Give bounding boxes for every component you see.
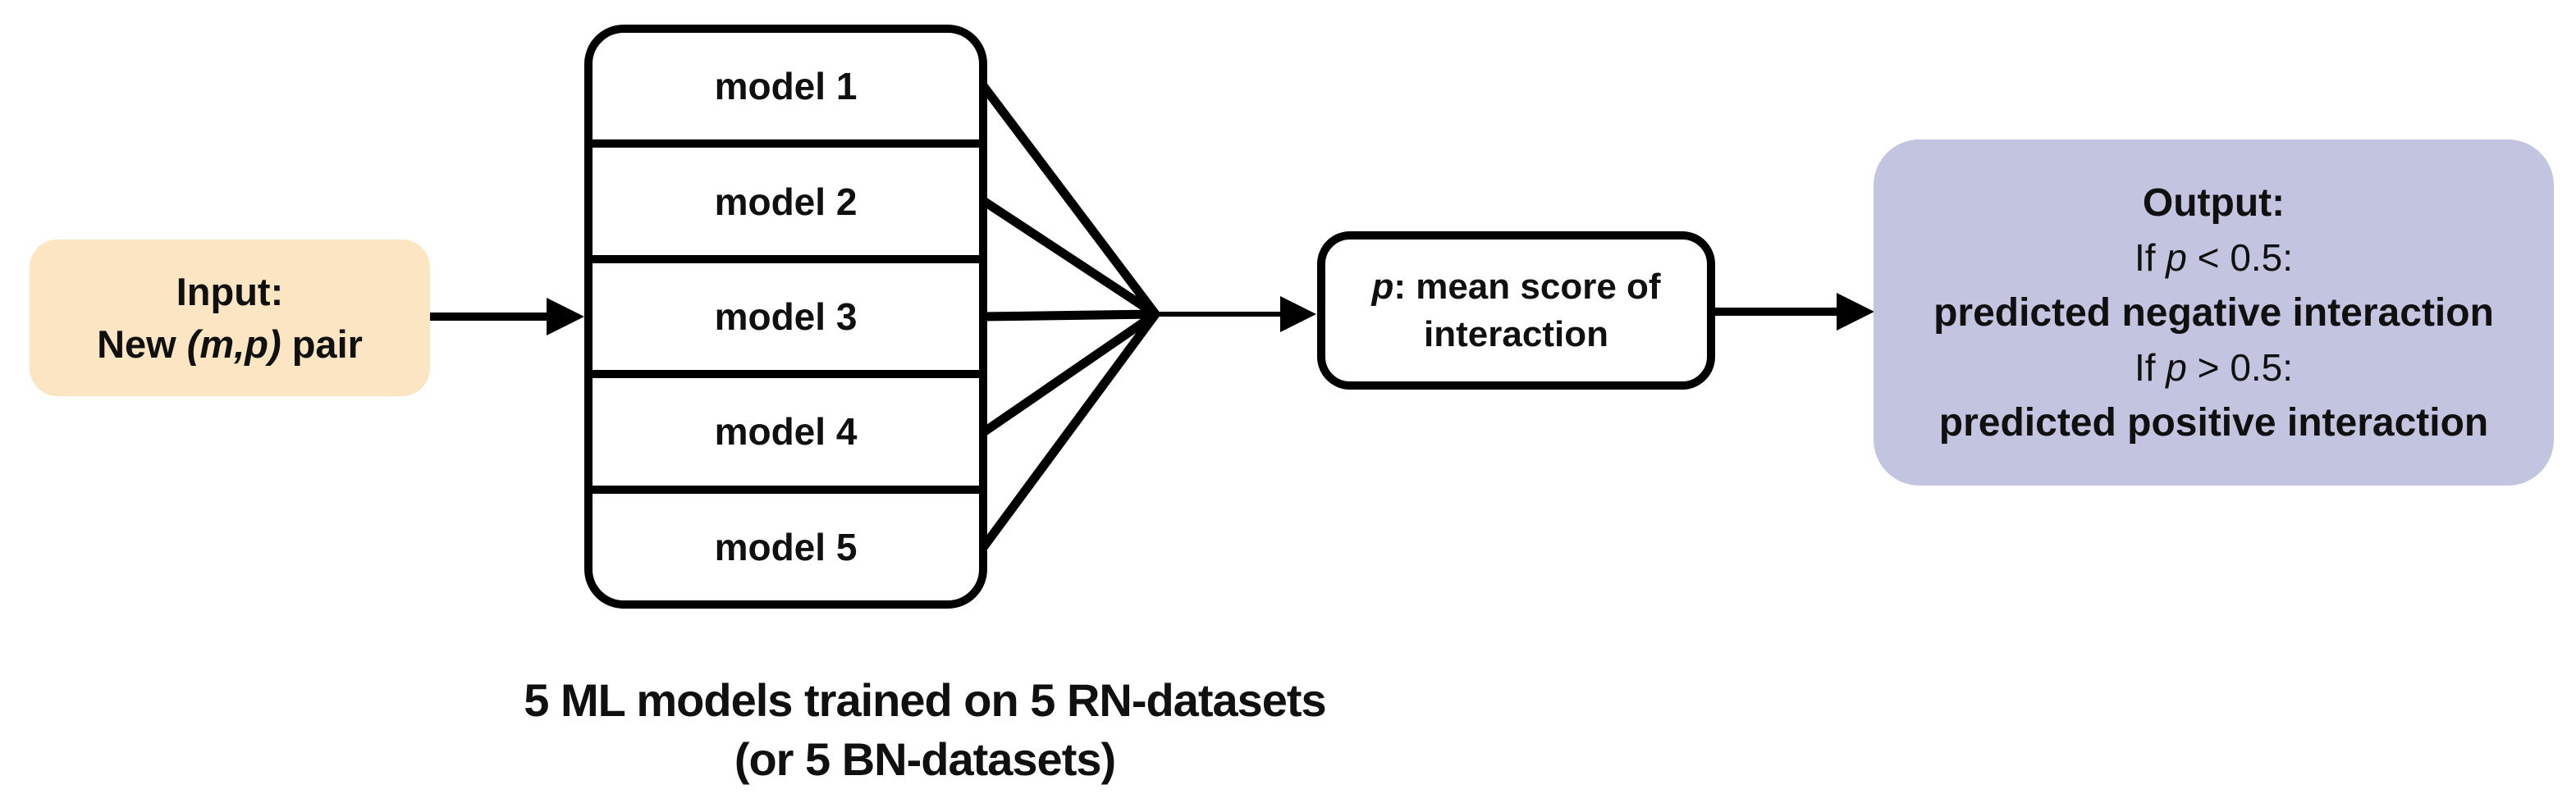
model-row-4: model 4 (593, 370, 979, 485)
arrow-score-to-output-icon (1715, 293, 1874, 331)
output-result-1: predicted negative interaction (1933, 290, 2494, 335)
cond2-p-symbol: p (2166, 345, 2187, 389)
model-row-1: model 1 (593, 33, 979, 139)
fan-lines-models-to-merge (978, 81, 1160, 552)
cond1-p-symbol: p (2166, 235, 2187, 279)
model-3-label: model 3 (714, 295, 858, 339)
caption-line-1: 5 ML models trained on 5 RN-datasets (524, 674, 1326, 726)
input-box: Input: New (m,p) pair (30, 240, 430, 396)
score-box-line-1: p: mean score of (1371, 263, 1660, 311)
fan-line-model-3 (981, 309, 1156, 322)
cond2-suffix: > 0.5: (2186, 345, 2294, 389)
fan-line-model-4 (979, 310, 1159, 437)
model-stack-caption: 5 ML models trained on 5 RN-datasets (or… (515, 671, 1335, 789)
input-box-pair-line: New (m,p) pair (97, 318, 363, 371)
arrow-merge-to-score-icon (1155, 296, 1316, 332)
output-result-2: predicted positive interaction (1938, 400, 2489, 445)
model-row-5: model 5 (593, 485, 979, 600)
score-box-line-2: interaction (1424, 313, 1608, 354)
cond1-suffix: < 0.5: (2186, 235, 2294, 279)
output-box: Output: If p < 0.5: predicted negative i… (1874, 139, 2554, 486)
caption-line-2: (or 5 BN-datasets) (734, 733, 1116, 785)
fan-line-model-5 (978, 311, 1160, 552)
input-pair-symbol: (m,p) (186, 322, 281, 366)
output-condition-2: If p > 0.5: (2134, 340, 2293, 395)
model-5-label: model 5 (714, 525, 858, 568)
output-title: Output: (2142, 180, 2285, 225)
cond2-prefix: If (2134, 345, 2166, 389)
score-line1-rest: : mean score of (1393, 266, 1661, 307)
model-row-3: model 3 (593, 254, 979, 370)
model-4-label: model 4 (714, 410, 858, 454)
fan-line-model-1 (978, 81, 1160, 317)
output-condition-1: If p < 0.5: (2134, 230, 2293, 285)
model-row-2: model 2 (593, 139, 979, 254)
arrow-input-to-models-icon (430, 298, 584, 335)
score-p-symbol: p (1371, 266, 1394, 307)
model-stack: model 1 model 2 model 3 model 4 model 5 (584, 25, 987, 609)
model-1-label: model 1 (714, 65, 858, 108)
cond1-prefix: If (2134, 235, 2166, 279)
input-pair-prefix: New (97, 322, 187, 366)
input-pair-suffix: pair (281, 322, 363, 366)
fan-line-model-2 (979, 196, 1159, 318)
score-box: p: mean score of interaction (1317, 231, 1715, 390)
model-2-label: model 2 (714, 180, 858, 223)
input-box-title: Input: (176, 269, 284, 313)
